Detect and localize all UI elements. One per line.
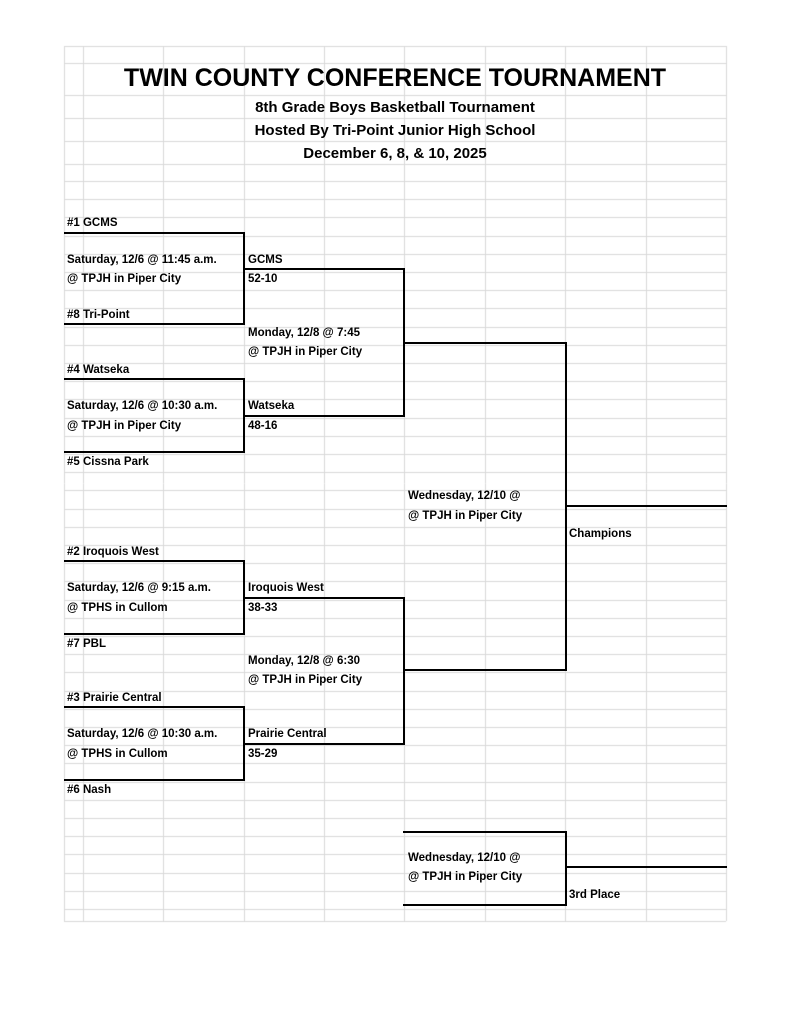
game-venue: @ TPHS in Cullom	[67, 602, 168, 614]
bracket-line	[64, 323, 245, 325]
bracket-line	[64, 633, 245, 635]
seed-team-label: #5 Cissna Park	[67, 456, 149, 468]
seed-team-label: #8 Tri-Point	[67, 309, 130, 321]
winner-team: Prairie Central	[248, 728, 327, 740]
bracket-line	[64, 779, 245, 781]
bracket-line	[64, 378, 245, 380]
bracket-line	[403, 904, 567, 906]
seed-team-label: #6 Nash	[67, 784, 112, 796]
seed-team-label: #7 PBL	[67, 638, 106, 650]
game-score: 38-33	[248, 602, 278, 614]
dates-line: December 6, 8, & 10, 2025	[303, 145, 487, 162]
seed-team-label: #3 Prairie Central	[67, 692, 162, 704]
game-time: Saturday, 12/6 @ 11:45 a.m.	[67, 254, 217, 266]
semifinal-venue: @ TPJH in Piper City	[248, 674, 363, 686]
bracket-line	[64, 232, 245, 234]
seed-team-label: #4 Watseka	[67, 364, 130, 376]
host-line: Hosted By Tri-Point Junior High School	[254, 122, 536, 139]
semifinal-time: Monday, 12/8 @ 7:45	[248, 327, 360, 339]
game-score: 35-29	[248, 748, 278, 760]
bracket-line	[243, 597, 405, 599]
bracket-line	[403, 669, 567, 671]
bracket-line	[64, 560, 245, 562]
third-place-label: 3rd Place	[569, 889, 621, 901]
bracket-line	[64, 706, 245, 708]
championship-time: Wednesday, 12/10 @	[408, 490, 521, 502]
seed-team-label: #1 GCMS	[67, 217, 118, 229]
semifinal-time: Monday, 12/8 @ 6:30	[248, 655, 360, 667]
tournament-title: TWIN COUNTY CONFERENCE TOURNAMENT	[123, 64, 667, 92]
bracket-line	[243, 268, 405, 270]
game-time: Saturday, 12/6 @ 10:30 a.m.	[67, 728, 218, 740]
champions-label: Champions	[569, 528, 632, 540]
tournament-subtitle: 8th Grade Boys Basketball Tournament	[255, 99, 535, 116]
bracket-line	[243, 415, 405, 417]
bracket-line	[243, 232, 245, 325]
championship-venue: @ TPJH in Piper City	[408, 510, 523, 522]
bracket-line	[565, 505, 727, 507]
third-place-time: Wednesday, 12/10 @	[408, 852, 521, 864]
game-venue: @ TPJH in Piper City	[67, 273, 182, 285]
bracket-line	[243, 743, 405, 745]
bracket-line	[403, 831, 567, 833]
third-place-venue: @ TPJH in Piper City	[408, 871, 523, 883]
game-venue: @ TPJH in Piper City	[67, 420, 182, 432]
semifinal-venue: @ TPJH in Piper City	[248, 346, 363, 358]
winner-team: Watseka	[248, 400, 295, 412]
seed-team-label: #2 Iroquois West	[67, 546, 159, 558]
bracket-line	[565, 831, 567, 906]
game-venue: @ TPHS in Cullom	[67, 748, 168, 760]
game-score: 52-10	[248, 273, 278, 285]
bracket-line	[403, 597, 405, 745]
bracket-line	[403, 342, 567, 344]
bracket-line	[565, 866, 727, 868]
game-score: 48-16	[248, 420, 278, 432]
bracket-line	[64, 451, 245, 453]
game-time: Saturday, 12/6 @ 10:30 a.m.	[67, 400, 218, 412]
winner-team: GCMS	[248, 254, 283, 266]
game-time: Saturday, 12/6 @ 9:15 a.m.	[67, 582, 211, 594]
winner-team: Iroquois West	[248, 582, 324, 594]
